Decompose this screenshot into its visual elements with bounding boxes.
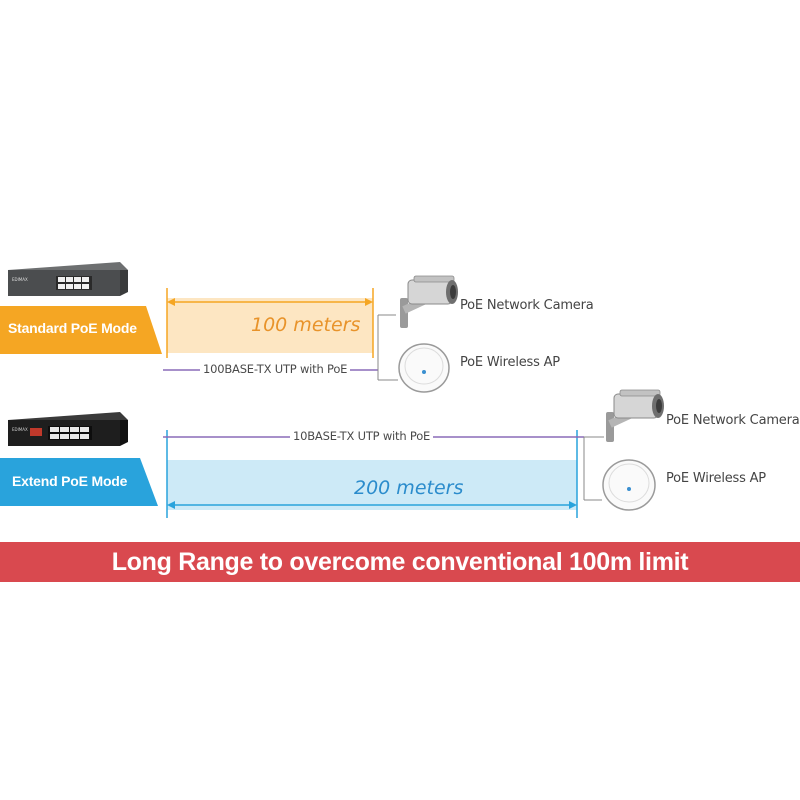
extend-camera-icon xyxy=(606,389,664,442)
standard-mode-label: Standard PoE Mode xyxy=(8,320,137,336)
standard-branch-lines xyxy=(377,314,398,381)
standard-cable-label: 100BASE-TX UTP with PoE xyxy=(200,362,351,376)
standard-switch-icon: EDIMAX xyxy=(8,262,128,296)
standard-mode-tag-shape xyxy=(0,306,162,354)
svg-text:EDIMAX: EDIMAX xyxy=(12,427,28,432)
standard-camera-icon xyxy=(400,275,458,328)
banner-text: Long Range to overcome conventional 100m… xyxy=(111,547,689,576)
extend-distance-label: 200 meters xyxy=(354,477,464,499)
extend-camera-label: PoE Network Camera xyxy=(666,413,800,428)
banner: Long Range to overcome conventional 100m… xyxy=(0,542,800,582)
extend-dimension-line xyxy=(166,430,578,518)
svg-text:EDIMAX: EDIMAX xyxy=(12,277,28,282)
extend-access-point-icon xyxy=(602,459,656,511)
standard-camera-label: PoE Network Camera xyxy=(460,298,594,313)
extend-switch-icon: EDIMAX xyxy=(8,412,128,446)
extend-ap-label: PoE Wireless AP xyxy=(666,471,766,486)
standard-distance-band xyxy=(167,298,373,353)
standard-access-point-icon xyxy=(398,343,450,393)
extend-branch-lines xyxy=(583,436,604,501)
standard-distance-label: 100 meters xyxy=(251,314,361,336)
extend-distance-band xyxy=(167,460,577,510)
extend-mode-label: Extend PoE Mode xyxy=(12,473,128,489)
extend-cable-label: 10BASE-TX UTP with PoE xyxy=(290,429,434,443)
standard-dimension-line xyxy=(166,288,374,358)
standard-ap-label: PoE Wireless AP xyxy=(460,355,560,370)
extend-mode-tag-shape xyxy=(0,458,158,506)
